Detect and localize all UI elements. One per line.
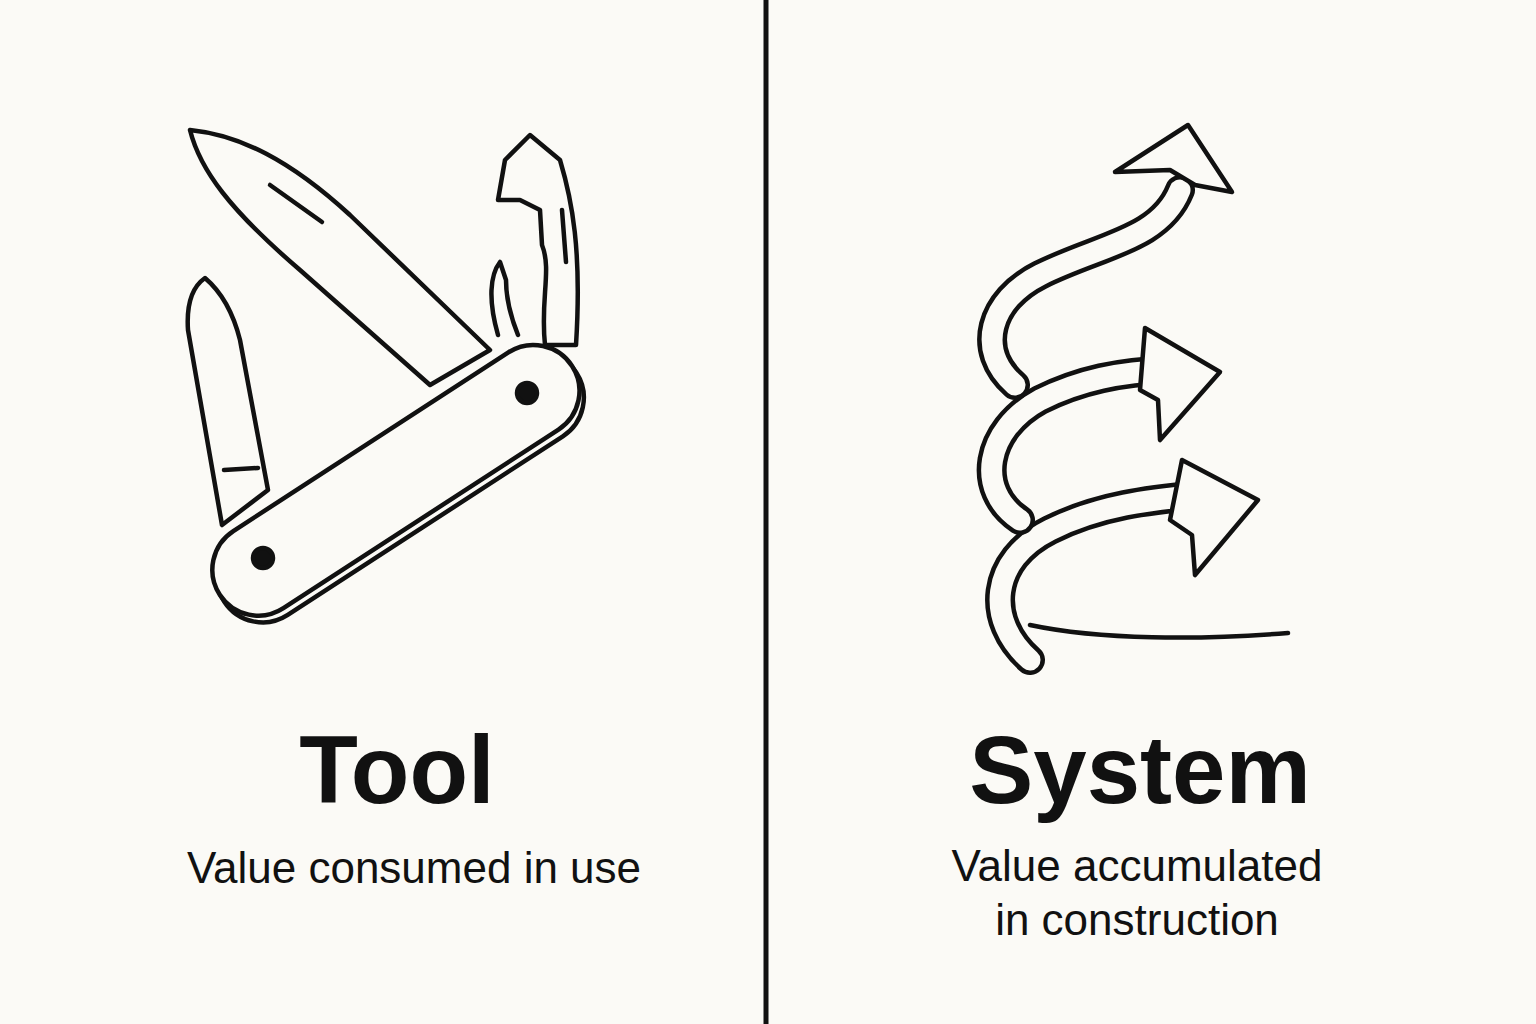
pocket-knife: [188, 130, 602, 640]
spiral-arrows: [992, 125, 1288, 660]
panel-subtitle: Value consumed in use: [187, 841, 641, 895]
panel-title: Tool: [299, 722, 494, 818]
divider-line: [764, 0, 769, 1024]
panel-subtitle: Value accumulated in construction: [937, 839, 1337, 947]
panel-title: System: [969, 722, 1311, 818]
